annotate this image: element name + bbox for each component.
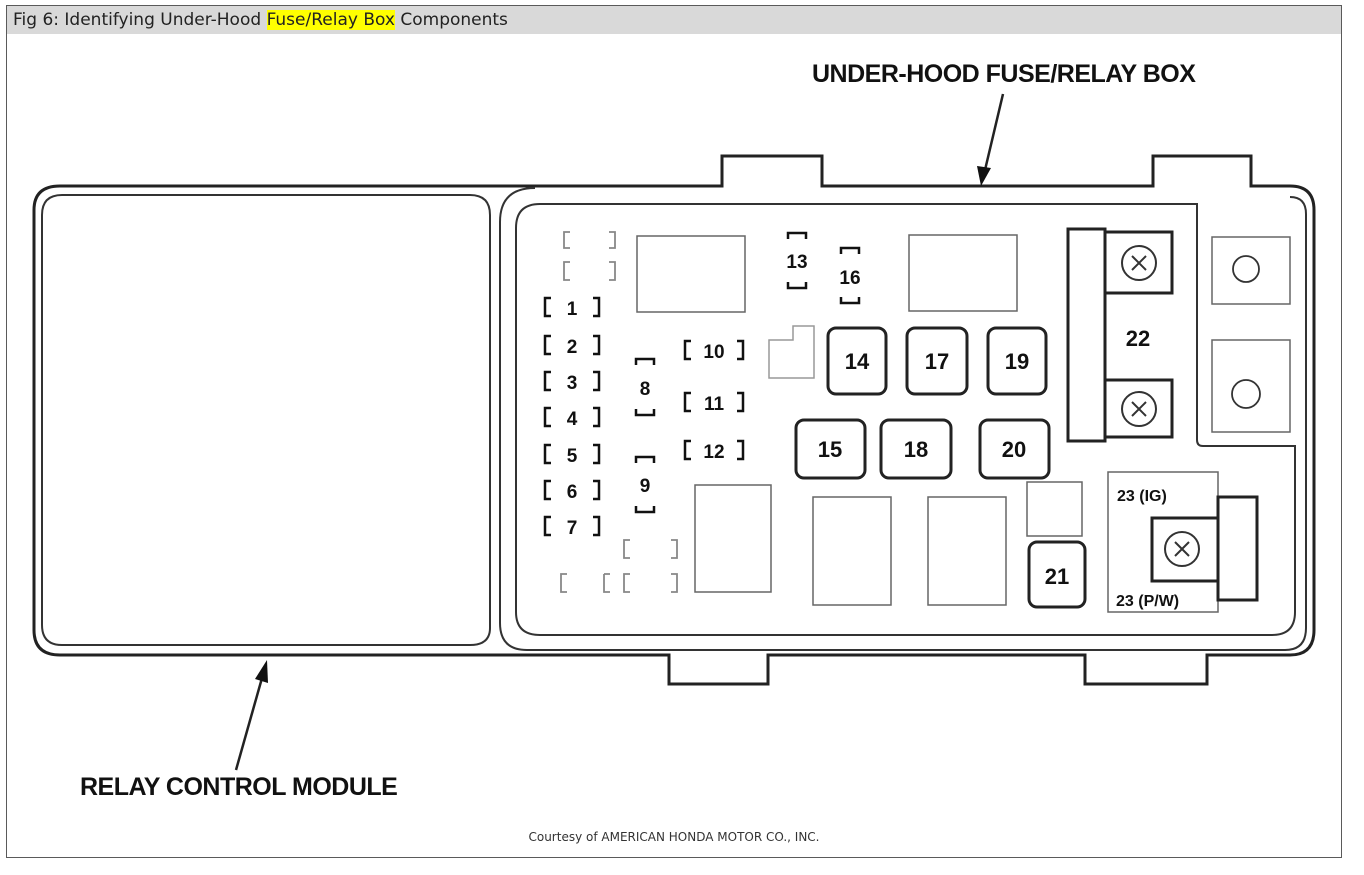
- terminal-post-2: [1211, 339, 1291, 433]
- credit-text: Courtesy of AMERICAN HONDA MOTOR CO., IN…: [528, 830, 820, 844]
- fuse-5-label: 5: [567, 446, 578, 467]
- vertical-fuses: 8 9 13 16: [634, 231, 861, 514]
- fuse-7-label: 7: [567, 518, 578, 539]
- fuse-8-label: 8: [640, 379, 651, 400]
- fuse-10: 10: [683, 339, 745, 363]
- label-fuse-relay-box: UNDER-HOOD FUSE/RELAY BOX: [812, 60, 1196, 88]
- label-relay-control-module: RELAY CONTROL MODULE: [80, 773, 397, 801]
- fuse-20: 20: [978, 418, 1051, 480]
- fuse-23-ig-label: 23 (IG): [1117, 488, 1167, 505]
- fuse-23: 23 (IG) 23 (P/W): [1107, 471, 1259, 613]
- fuse-15: 15: [794, 418, 867, 480]
- fuse-11-label: 11: [704, 394, 725, 415]
- figure-title: Fig 6: Identifying Under-Hood Fuse/Relay…: [7, 6, 1341, 34]
- fuse-23-pw-label: 23 (P/W): [1116, 593, 1179, 610]
- relay-socket-2: [908, 234, 1018, 312]
- fuse-3: 3: [543, 370, 601, 394]
- fuse-1: 1: [543, 296, 601, 320]
- fuse-13-label: 13: [786, 252, 807, 273]
- arrow-line-fuse-box: [983, 93, 1005, 171]
- fuse-19: 19: [986, 326, 1048, 396]
- fuse-17: 17: [905, 326, 969, 396]
- fuse-6: 6: [543, 479, 601, 503]
- fuse-2-label: 2: [567, 337, 578, 358]
- fuse-12-label: 12: [703, 442, 724, 463]
- bolt-icon: [1121, 391, 1157, 427]
- arrow-head-relay-module: [255, 660, 268, 683]
- empty-slots: [560, 231, 678, 593]
- fuse-3-label: 3: [567, 373, 578, 394]
- relay-socket-small: [768, 325, 815, 379]
- relay-sockets: [636, 234, 1083, 606]
- fuse-15-label: 15: [818, 437, 842, 462]
- fuse-7: 7: [543, 515, 601, 539]
- fuse-9: 9: [634, 455, 656, 514]
- housing-outline: [32, 154, 1316, 686]
- fuse-9-label: 9: [640, 476, 651, 497]
- title-suffix: Components: [394, 10, 508, 30]
- fuse-20-label: 20: [1002, 437, 1026, 462]
- arrow-head-fuse-box: [977, 166, 991, 186]
- fuse-13: 13: [786, 231, 808, 290]
- title-highlight: Fuse/Relay Box: [266, 10, 395, 30]
- fuse-4-label: 4: [567, 409, 578, 430]
- fuse-4: 4: [543, 406, 601, 430]
- fuse-19-label: 19: [1005, 349, 1029, 374]
- fuse-17-label: 17: [925, 349, 949, 374]
- fuse-6-label: 6: [567, 482, 578, 503]
- figure-frame: Fig 6: Identifying Under-Hood Fuse/Relay…: [6, 5, 1342, 858]
- arrow-line-relay-module: [234, 677, 264, 771]
- terminal-posts: [1211, 236, 1291, 433]
- mid-fuses: 10 11 12: [683, 339, 745, 463]
- fuse-18: 18: [879, 418, 953, 480]
- fuse-16-label: 16: [839, 268, 860, 289]
- fuse-10-label: 10: [703, 342, 724, 363]
- fuse-22: 22: [1066, 227, 1174, 443]
- relay-socket-5: [927, 496, 1007, 606]
- relay-socket-4: [812, 496, 892, 606]
- fuse-21-label: 21: [1045, 564, 1069, 589]
- fuse-21: 21: [1027, 540, 1087, 609]
- fuse-22-label: 22: [1126, 326, 1150, 351]
- fuse-16: 16: [839, 246, 861, 305]
- bolt-icon: [1164, 531, 1200, 567]
- terminal-post-1: [1211, 236, 1291, 305]
- fuse-1-label: 1: [567, 299, 578, 320]
- circle-icon: [1231, 379, 1261, 409]
- fuse-11: 11: [683, 391, 745, 415]
- relay-socket-6: [1026, 481, 1083, 537]
- fuse-18-label: 18: [904, 437, 928, 462]
- bolt-icon: [1121, 245, 1157, 281]
- circle-icon: [1232, 255, 1260, 283]
- small-fuses: 1 2 3 4 5 6 7: [543, 296, 601, 539]
- fuse-14-label: 14: [845, 349, 870, 374]
- fuse-8: 8: [634, 357, 656, 417]
- fuse-14: 14: [826, 326, 888, 396]
- fuse-5: 5: [543, 443, 601, 467]
- large-fuses: 14 17 19 15 18 20 21: [794, 326, 1087, 609]
- title-prefix: Fig 6: Identifying Under-Hood: [13, 10, 267, 30]
- relay-socket-1: [636, 235, 746, 313]
- relay-socket-3: [694, 484, 772, 593]
- fuse-12: 12: [683, 439, 745, 463]
- fuse-2: 2: [543, 334, 601, 358]
